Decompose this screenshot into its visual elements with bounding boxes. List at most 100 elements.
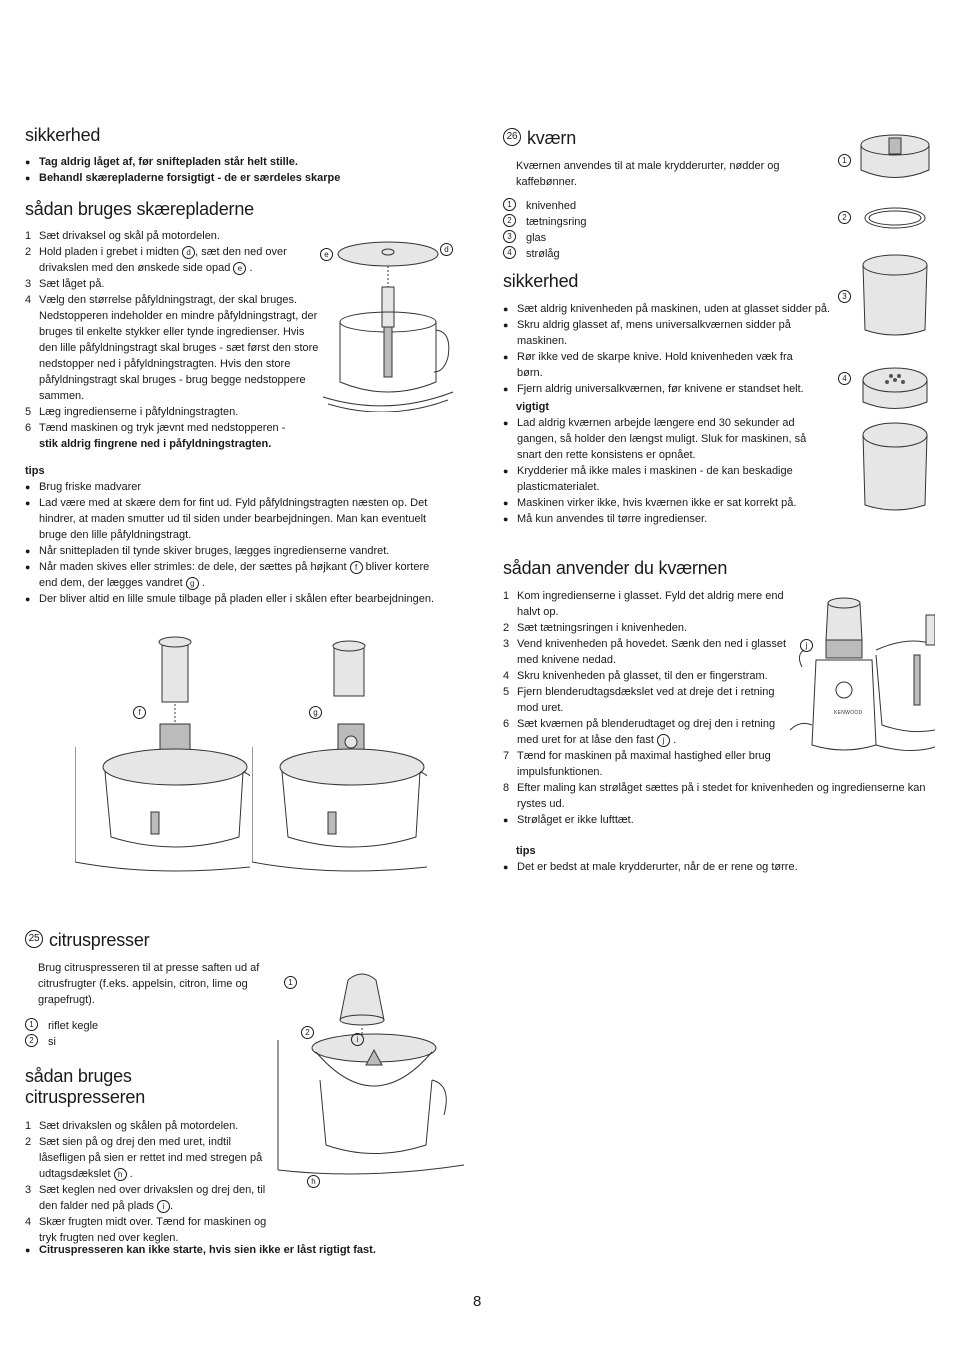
citrus-usage-heading: sådan bruges citruspresseren — [25, 1066, 146, 1107]
list-item: Det er bedst at male krydderurter, når d… — [503, 859, 833, 875]
important-list: Lad aldrig kværnen arbejde længere end 3… — [503, 415, 833, 527]
fig-label-3: 3 — [838, 290, 851, 303]
left-tips-list: Brug friske madvarer Lad være med at skæ… — [25, 479, 445, 607]
list-item: Skru aldrig glasset af, mens universalkv… — [503, 317, 833, 349]
list-item: Må kun anvendes til tørre ingredienser. — [503, 511, 833, 527]
list-item: Lad være med at skære dem for fint ud. F… — [25, 495, 445, 543]
important-heading: vigtigt — [516, 401, 549, 413]
list-item: Fjern aldrig universalkværnen, før knive… — [503, 381, 833, 397]
list-item: Citruspresseren kan ikke starte, hvis si… — [25, 1242, 465, 1258]
left-safety-section: sikkerhed Tag aldrig låget af, før snift… — [25, 125, 445, 186]
list-item: Sæt aldrig knivenheden på maskinen, uden… — [503, 301, 833, 317]
list-item: Behandl skærepladerne forsigtigt - de er… — [25, 170, 445, 186]
left-safety-heading: sikkerhed — [25, 125, 101, 145]
grinder-parts-figure — [860, 134, 930, 511]
right-tips-section: tips Det er bedst at male krydderurter, … — [503, 843, 833, 875]
fig-label-f: f — [133, 706, 146, 719]
left-safety-list: Tag aldrig låget af, før sniftepladen st… — [25, 154, 445, 186]
right-tips-list: Det er bedst at male krydderurter, når d… — [503, 859, 833, 875]
food-processor-figure-g — [252, 640, 427, 872]
right-safety-heading: sikkerhed — [503, 271, 579, 291]
ref-marker: e — [233, 261, 247, 275]
citrus-intro: Brug citruspresseren til at presse safte… — [38, 962, 260, 1006]
right-usage-heading: sådan anvender du kværnen — [503, 558, 728, 578]
fig-label-h: h — [307, 1175, 320, 1188]
citrus-press-figure — [277, 973, 465, 1175]
right-safety-section: sikkerhed Sæt aldrig knivenheden på mask… — [503, 271, 833, 527]
citrus-warning: Citruspresseren kan ikke starte, hvis si… — [25, 1242, 465, 1258]
left-tips-heading: tips — [25, 465, 45, 477]
fig-label-e: e — [320, 248, 333, 261]
ref-marker: f — [349, 560, 363, 574]
ref-marker: g — [185, 576, 199, 590]
fig-label-i: i — [351, 1033, 364, 1046]
left-tips-section: tips Brug friske madvarer Lad være med a… — [25, 463, 445, 607]
fig-label-d: d — [440, 243, 453, 256]
fig-label-2: 2 — [301, 1026, 314, 1039]
list-item: Rør ikke ved de skarpe knive. Hold knive… — [503, 349, 817, 381]
food-processor-figure-f — [75, 636, 250, 872]
ref-marker: i — [157, 1199, 171, 1213]
right-tips-heading: tips — [516, 845, 536, 857]
list-item: Maskinen virker ikke, hvis kværnen ikke … — [503, 495, 833, 511]
brand-logo: KENWOOD — [834, 710, 863, 716]
list-item: Lad aldrig kværnen arbejde længere end 3… — [503, 415, 833, 463]
list-item: Strølåget er ikke lufttæt. — [503, 812, 933, 828]
page-number: 8 — [473, 1293, 482, 1310]
fig-label-1: 1 — [838, 154, 851, 167]
right-safety-list: Sæt aldrig knivenheden på maskinen, uden… — [503, 301, 833, 397]
section-number: 25 — [25, 930, 43, 949]
slicing-disc-figure — [322, 241, 454, 412]
fig-label-2: 2 — [838, 211, 851, 224]
fig-label-1: 1 — [284, 976, 297, 989]
left-usage-heading: sådan bruges skærepladerne — [25, 199, 254, 219]
section-number: 26 — [503, 128, 521, 147]
list-item: Der bliver altid en lille smule tilbage … — [25, 591, 445, 607]
list-item: Når maden skives eller strimles: de dele… — [25, 559, 445, 591]
ref-marker: j — [657, 733, 671, 747]
right-usage-bullet: Strølåget er ikke lufttæt. — [503, 812, 933, 828]
ref-marker: h — [113, 1167, 127, 1181]
ref-marker: d — [182, 245, 196, 259]
fig-label-j: j — [800, 639, 813, 652]
list-item: Tag aldrig låget af, før sniftepladen st… — [25, 154, 445, 170]
list-item: Krydderier må ikke males i maskinen - de… — [503, 463, 817, 495]
fig-label-4: 4 — [838, 372, 851, 385]
fig-label-g: g — [309, 706, 322, 719]
